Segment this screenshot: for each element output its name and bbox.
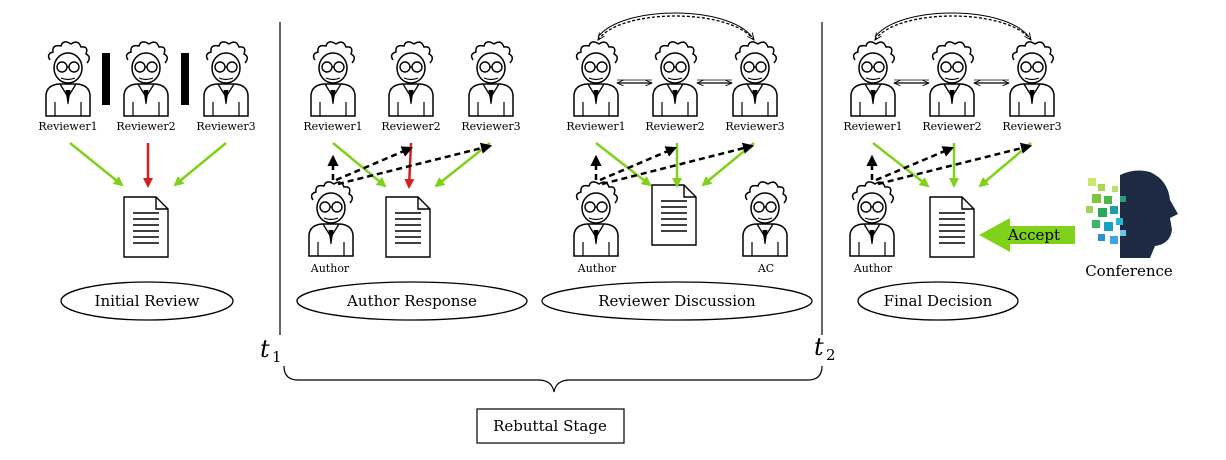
author-rebuttal-arrow <box>877 142 1033 186</box>
positive-arrow <box>978 142 1032 188</box>
discussion-link-arc <box>597 12 753 38</box>
positive-arrow <box>173 142 227 187</box>
t1-subscript: 1 <box>272 348 282 366</box>
author-response-ellipse <box>296 281 528 321</box>
separator-bar <box>102 53 110 105</box>
reviewer1-icon <box>310 41 356 117</box>
author-icon <box>308 181 354 257</box>
reviewer3-label: Reviewer3 <box>196 120 255 133</box>
reviewer3-icon <box>203 41 249 117</box>
positive-arrow <box>872 142 930 188</box>
reviewer1-icon <box>573 41 619 117</box>
rebuttal-stage-box <box>476 408 625 444</box>
paper-document-icon <box>651 184 697 246</box>
reviewer2-label: Reviewer2 <box>645 120 704 133</box>
reviewer-discussion-ellipse <box>541 281 813 321</box>
reviewer2-icon <box>929 41 975 117</box>
reviewer3-label: Reviewer3 <box>725 120 784 133</box>
reviewer3-icon <box>1009 41 1055 117</box>
reviewer2-icon <box>388 41 434 117</box>
reviewer3-icon <box>468 41 514 117</box>
reviewer3-icon <box>732 41 778 117</box>
initial-review-label: Initial Review <box>95 292 200 310</box>
author-rebuttal-arrow <box>335 146 414 182</box>
t2-mark: t <box>814 333 824 361</box>
final-decision-section: Reviewer1 Reviewer2 Reviewer3 Author Fin… <box>843 12 1178 321</box>
t2-subscript: 2 <box>826 346 836 364</box>
positive-arrow <box>701 142 755 187</box>
paper-document-icon <box>123 196 169 258</box>
ac-label: AC <box>757 262 774 275</box>
positive-arrow <box>332 142 387 188</box>
separator-bar <box>181 53 189 105</box>
paper-document-icon <box>929 196 975 258</box>
reviewer-discussion-label: Reviewer Discussion <box>598 292 756 310</box>
discussion-link-arc <box>598 15 754 40</box>
t1-mark: t <box>260 335 270 363</box>
reviewer2-icon <box>123 41 169 117</box>
reviewer1-label: Reviewer1 <box>303 120 362 133</box>
accept-label: Accept <box>1007 226 1060 244</box>
final-decision-ellipse <box>857 281 1019 321</box>
reviewer3-label: Reviewer3 <box>1002 120 1061 133</box>
conference-logo <box>1086 170 1178 258</box>
paper-document-icon <box>385 196 431 258</box>
initial-review-section: Reviewer1 Reviewer2 Reviewer3 Initial Re… <box>38 41 256 321</box>
rebuttal-stage-label: Rebuttal Stage <box>493 417 607 435</box>
reviewer1-icon <box>850 41 896 117</box>
reviewer1-label: Reviewer1 <box>38 120 97 133</box>
discussion-link-arc <box>875 15 1031 40</box>
positive-arrow <box>595 142 652 187</box>
reviewer2-label: Reviewer2 <box>922 120 981 133</box>
author-response-section: Reviewer1 Reviewer2 Reviewer3 Author Aut… <box>296 41 528 321</box>
author-label: Author <box>853 262 893 275</box>
rebuttal-brace <box>283 365 823 393</box>
reviewer1-icon <box>45 41 91 117</box>
discussion-link-arc <box>874 12 1030 38</box>
author-rebuttal-arrow <box>599 146 678 182</box>
author-response-label: Author Response <box>346 292 477 310</box>
reviewer-discussion-section: Reviewer1 Reviewer2 Reviewer3 Author AC … <box>541 12 813 321</box>
reviewer2-icon <box>652 41 698 117</box>
author-icon <box>573 181 619 257</box>
positive-arrow <box>434 142 491 188</box>
reviewer3-label: Reviewer3 <box>461 120 520 133</box>
reviewer1-label: Reviewer1 <box>843 120 902 133</box>
author-rebuttal-arrow <box>337 142 493 186</box>
positive-arrow <box>69 142 124 187</box>
ac-icon <box>742 181 788 257</box>
author-icon <box>849 181 895 257</box>
final-decision-label: Final Decision <box>884 292 993 310</box>
conference-label: Conference <box>1085 262 1173 280</box>
initial-review-ellipse <box>60 281 234 321</box>
author-rebuttal-arrow <box>875 146 955 182</box>
author-rebuttal-arrow <box>601 142 755 186</box>
reviewer2-label: Reviewer2 <box>116 120 175 133</box>
accept-arrow <box>979 218 1075 252</box>
reviewer2-label: Reviewer2 <box>381 120 440 133</box>
reviewer1-label: Reviewer1 <box>566 120 625 133</box>
author-label: Author <box>577 262 617 275</box>
author-label: Author <box>310 262 350 275</box>
